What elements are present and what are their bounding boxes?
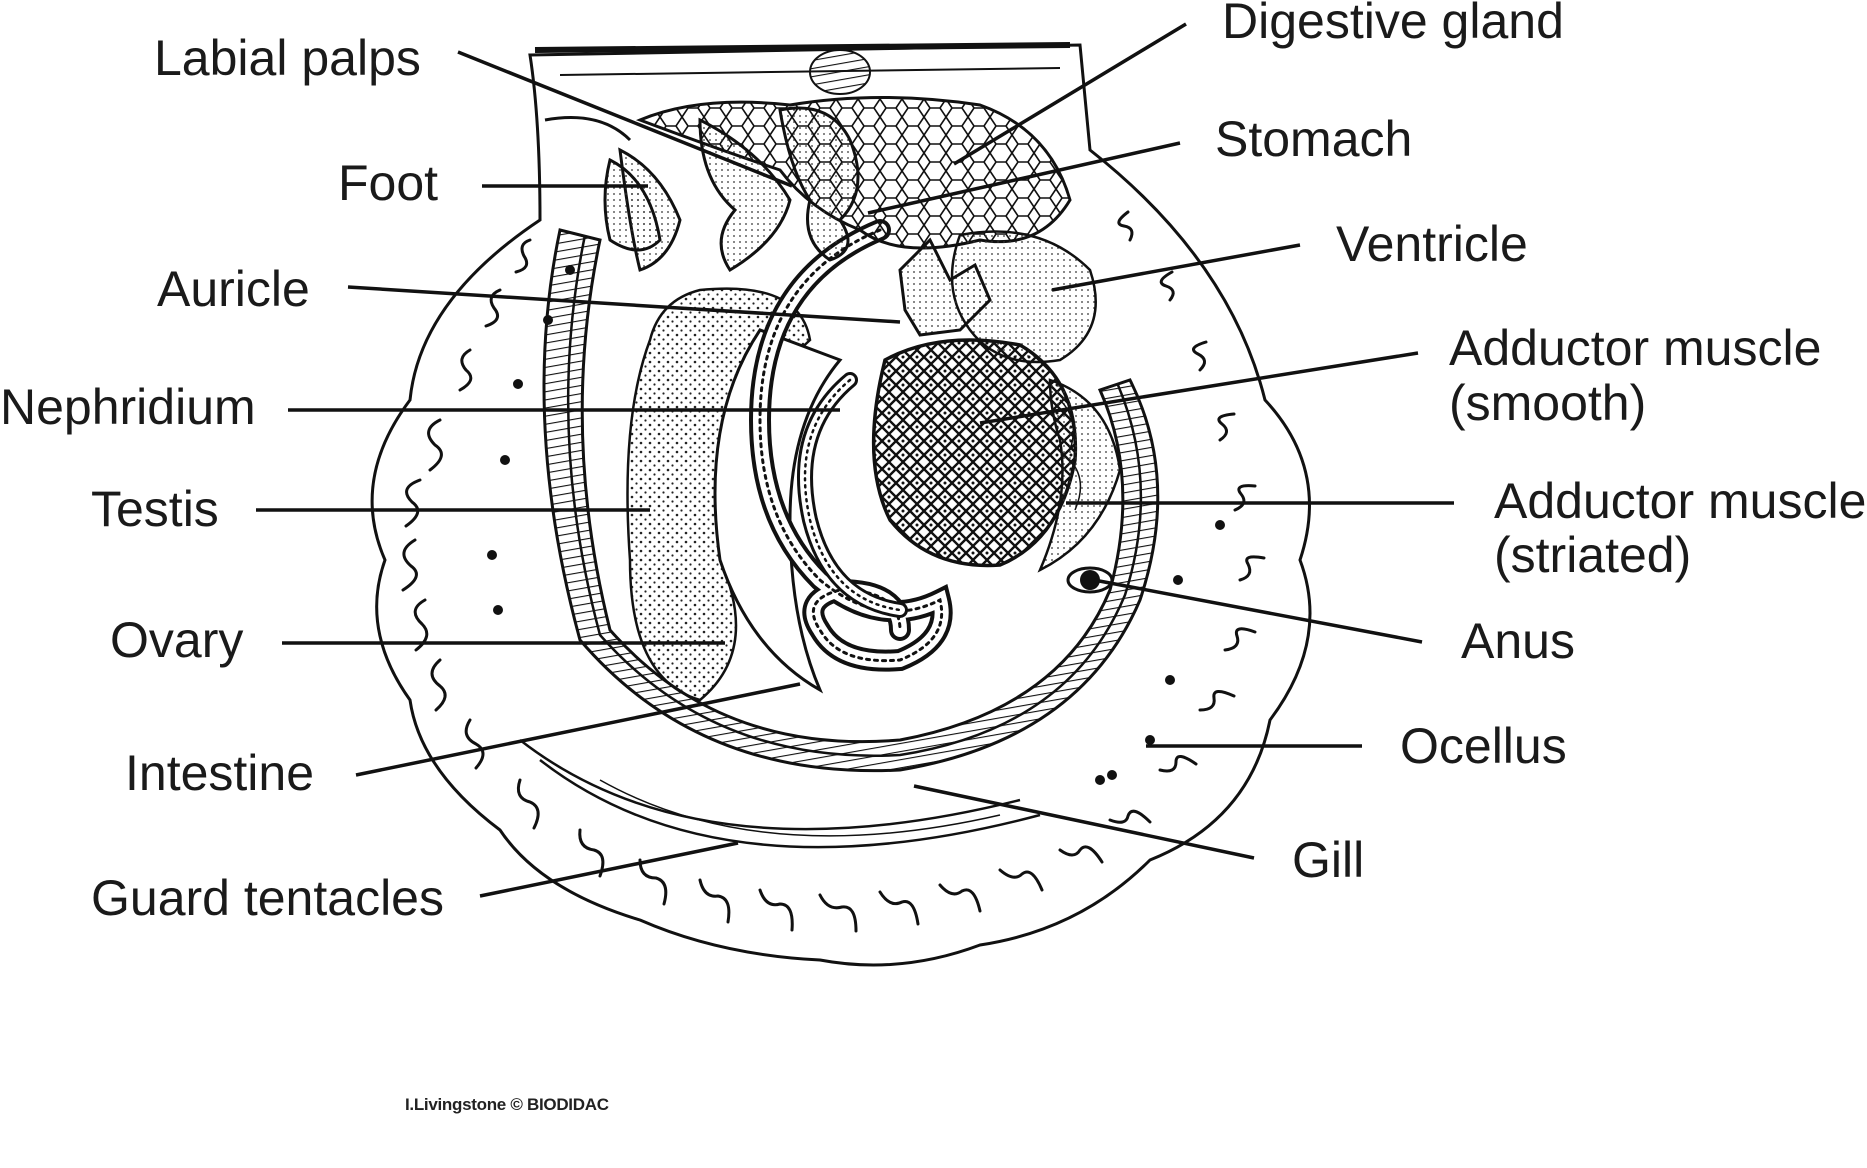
gill [542,228,1160,773]
leader-adductor-smooth [979,351,1419,425]
label-ovary: Ovary [110,612,244,668]
leader-ventricle [1051,243,1301,292]
label-gill: Gill [1292,832,1365,888]
leader-stomach [867,141,1181,215]
label-stomach: Stomach [1215,111,1413,167]
credit-text: I.Livingstone © BIODIDAC [405,1095,609,1114]
label-ventricle: Ventricle [1336,216,1528,272]
anus [1066,566,1114,594]
adductor-striated [1037,378,1122,573]
label-adductor-striated-2: (striated) [1494,527,1692,583]
nephridium [797,372,908,618]
leader-digestive-gland [953,22,1187,166]
label-intestine: Intestine [125,745,315,801]
label-adductor-smooth-2: (smooth) [1449,375,1647,431]
label-digestive-gland: Digestive gland [1222,0,1564,49]
label-labial-palps: Labial palps [154,30,421,86]
adductor-smooth [871,338,1078,568]
mantle-tentacles [401,210,1266,933]
label-foot: Foot [338,155,439,211]
label-adductor-smooth-1: Adductor muscle [1449,320,1822,376]
leader-auricle [347,285,901,324]
guard-tentacle-band [519,739,1041,849]
leader-gill [913,784,1255,860]
leader-labial-palps [457,50,793,188]
hinge [534,42,1071,95]
label-testis: Testis [91,481,219,537]
ocelli [487,265,1225,785]
leader-lines [256,22,1454,898]
label-auricle: Auricle [157,261,310,317]
label-adductor-striated-1: Adductor muscle [1494,473,1867,529]
auricle [898,237,992,337]
label-anus: Anus [1461,613,1575,669]
label-ocellus: Ocellus [1400,718,1567,774]
leader-anus [1093,578,1423,644]
stomach [778,106,860,262]
label-nephridium: Nephridium [0,379,256,435]
leader-guard-tentacles [479,841,739,898]
intestine [748,219,953,672]
label-guard-tentacles: Guard tentacles [91,870,444,926]
leader-intestine [355,682,801,777]
